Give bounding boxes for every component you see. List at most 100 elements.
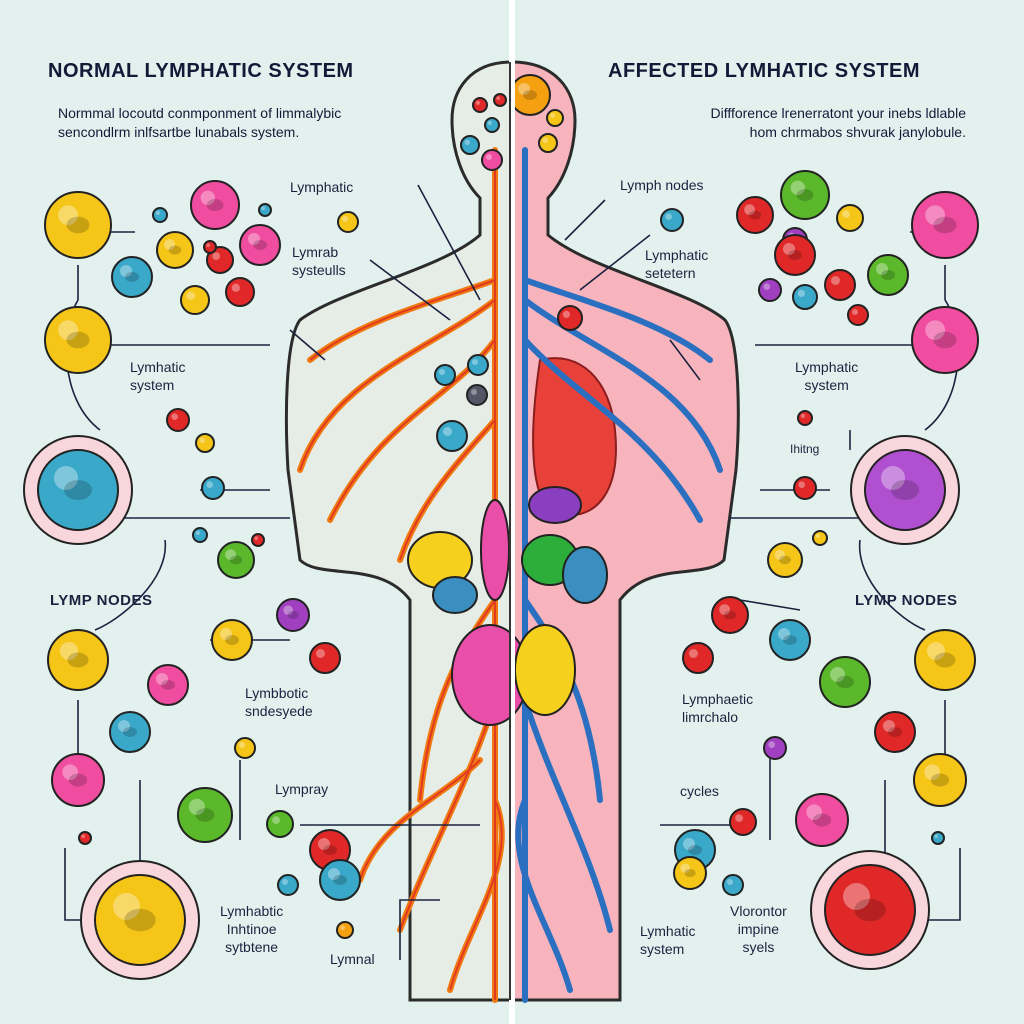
normal-lymph-vessel-highlight	[399, 419, 496, 561]
lymph-cell	[47, 629, 109, 691]
label-line: Lymphaetic	[682, 691, 754, 707]
label-line: Lymphatic	[645, 247, 709, 263]
label-lymph-nodes-top: Lymph nodes	[620, 177, 704, 193]
organ	[480, 499, 510, 601]
label-line: Lymhatic	[130, 359, 186, 375]
right-subtitle-line2: hom chrmabos shvurak janylobule.	[749, 124, 966, 140]
connector-arrow	[669, 339, 701, 381]
right-subtitle-line1: Diffforence lrenerratont your inebs ldla…	[710, 105, 966, 121]
lymph-cell	[434, 364, 456, 386]
affected-lymph-vessel	[522, 337, 703, 523]
lymph-cell	[660, 208, 684, 232]
label-line: limrchalo	[682, 709, 739, 725]
lymph-cell	[546, 109, 564, 127]
lymph-cell	[711, 596, 749, 634]
lymph-cell	[836, 204, 864, 232]
label-line: Lymphatic	[795, 359, 859, 375]
lymph-cell	[211, 619, 253, 661]
label-lymph-nodes-right: LYMP NODES	[855, 592, 958, 609]
label-line: system	[640, 941, 685, 957]
lymph-cell	[484, 117, 500, 133]
lymph-cell	[797, 410, 813, 426]
right-subtitle: Diffforence lrenerratont your inebs ldla…	[616, 104, 966, 142]
lymph-cell	[152, 207, 168, 223]
lymph-cell	[911, 306, 979, 374]
label-line: Lymbbotic	[245, 685, 309, 701]
lymph-cell	[736, 196, 774, 234]
organ	[432, 576, 478, 614]
lymph-cell	[190, 180, 240, 230]
connector-arrow	[579, 234, 651, 291]
affected-lymph-vessel	[515, 797, 573, 993]
lymph-cell	[239, 224, 281, 266]
lymph-cell	[682, 642, 714, 674]
label-line: Lymrab	[292, 244, 339, 260]
organ	[562, 546, 608, 604]
label-lymhatic-system: Lymhatic system	[130, 358, 186, 394]
lymph-cell	[763, 736, 787, 760]
label-lymphatic-setetern: Lymphatic setetern	[645, 246, 708, 282]
lymph-cell	[911, 191, 979, 259]
connector-arrow	[289, 329, 326, 361]
lymph-cell	[780, 170, 830, 220]
label-line: setetern	[645, 265, 696, 281]
lymph-cell	[793, 476, 817, 500]
normal-lymph-vessel-highlight	[419, 599, 496, 801]
label-line: Vlorontor	[730, 903, 787, 919]
lymph-cell	[180, 285, 210, 315]
lymph-cell	[774, 234, 816, 276]
lymph-cell	[234, 737, 256, 759]
label-line: sytbtene	[225, 939, 279, 955]
label-lymphatic: Lymphatic	[290, 179, 354, 195]
label-lympray: Lympray	[275, 781, 329, 797]
lymph-cell	[51, 753, 105, 807]
lymph-cell	[266, 810, 294, 838]
lymph-cell	[217, 541, 255, 579]
right-title: AFFECTED LYMHATIC SYSTEM	[608, 60, 921, 82]
lymph-cell	[225, 277, 255, 307]
label-lymnal: Lymnal	[330, 951, 375, 967]
lymph-cell	[109, 711, 151, 753]
lymph-cell	[44, 191, 112, 259]
lymph-cell	[309, 642, 341, 674]
lymph-cell	[493, 93, 507, 107]
lymph-cell	[509, 74, 551, 116]
connector-arrow	[94, 539, 166, 631]
connector-arrow	[399, 899, 440, 960]
lymph-cell	[729, 808, 757, 836]
lymph-cell	[206, 246, 234, 274]
lymph-cell	[722, 874, 744, 896]
label-vlorontor: Vlorontor impine syels	[730, 902, 787, 956]
lymph-cell	[874, 711, 916, 753]
lymph-cell	[44, 306, 112, 374]
lymph-node-cell	[23, 435, 133, 545]
lymph-cell	[467, 354, 489, 376]
lymph-cell	[111, 256, 153, 298]
lymph-cell	[336, 921, 354, 939]
lymph-cell	[824, 269, 856, 301]
lymph-cell	[758, 278, 782, 302]
lymph-node-cell	[850, 435, 960, 545]
lymph-cell	[201, 476, 225, 500]
lymph-cell	[931, 831, 945, 845]
lymph-cell	[792, 284, 818, 310]
lymph-cell	[177, 787, 233, 843]
lymph-cell	[251, 533, 265, 547]
label-line: impine	[737, 921, 780, 937]
left-subtitle-line1: Normmal locoutd conmponment of limmalybi…	[58, 105, 342, 121]
lymph-cell	[277, 874, 299, 896]
lymph-cell	[276, 598, 310, 632]
affected-lymph-vessel	[522, 297, 723, 473]
lymph-cell	[914, 629, 976, 691]
lymph-cell	[166, 408, 190, 432]
label-lymph-nodes-left: LYMP NODES	[50, 592, 153, 609]
lymph-node-cell	[80, 860, 200, 980]
label-line: system	[130, 377, 175, 393]
normal-lymph-vessel-highlight	[299, 299, 496, 471]
connector-arrow	[369, 259, 451, 321]
left-subtitle-line2: sencondlrm inlfsartbe lunabals system.	[58, 124, 300, 140]
lymph-cell	[795, 793, 849, 847]
label-line: syels	[742, 939, 775, 955]
